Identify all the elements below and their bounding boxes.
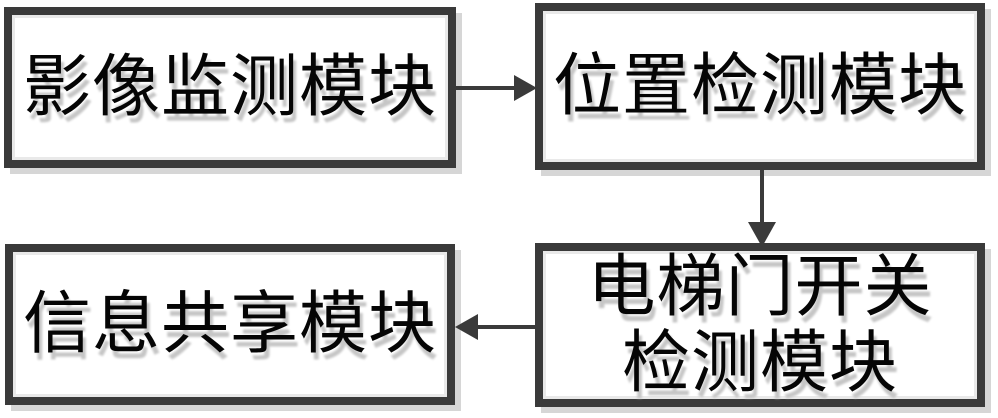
module-box-information-sharing: 信息共享模块 xyxy=(5,244,455,405)
module-box-position-detection: 位置检测模块 xyxy=(535,3,985,170)
module-label-position-detection: 位置检测模块 xyxy=(552,48,967,125)
arrow-shaft xyxy=(456,86,516,90)
arrow-shaft xyxy=(760,170,764,224)
module-label-image-monitoring: 影像监测模块 xyxy=(22,49,437,126)
arrow-right-head-icon xyxy=(514,75,537,101)
arrow-image-monitoring-to-position-detection xyxy=(456,75,537,101)
arrow-position-detection-to-door-switch-detection xyxy=(748,170,776,247)
arrow-door-switch-detection-to-information-sharing xyxy=(455,314,536,340)
module-label-information-sharing: 信息共享模块 xyxy=(22,286,437,363)
arrow-shaft xyxy=(476,325,536,329)
module-box-image-monitoring: 影像监测模块 xyxy=(4,7,456,168)
module-box-door-switch-detection: 电梯门开关检测模块 xyxy=(535,243,985,407)
arrow-left-head-icon xyxy=(455,314,478,340)
arrow-down-head-icon xyxy=(748,222,776,247)
module-label-door-switch-detection: 电梯门开关检测模块 xyxy=(587,248,933,401)
